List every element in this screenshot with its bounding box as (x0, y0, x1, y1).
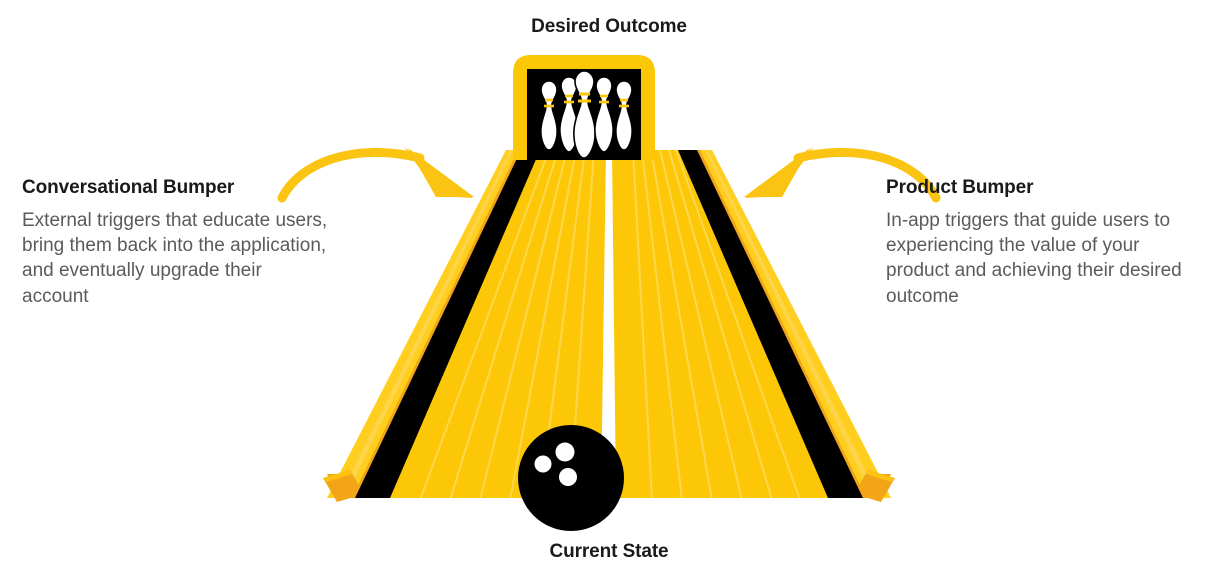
page-title-current-state: Current State (549, 541, 669, 562)
bowling-pin (540, 80, 558, 151)
conversational-bumper-description: External triggers that educate users, br… (22, 209, 328, 307)
right-gutter (677, 150, 863, 498)
left-gutter (355, 150, 541, 498)
product-bumper-description: In-app triggers that guide users to expe… (886, 209, 1182, 307)
bowling-pin (573, 70, 596, 159)
bowling-pin (594, 76, 614, 153)
right-arrow (744, 147, 941, 203)
conversational-bumper-title: Conversational Bumper (22, 177, 235, 198)
page-title-desired-outcome: Desired Outcome (531, 16, 687, 37)
bowling-pin (615, 80, 633, 151)
lane-group (323, 150, 895, 502)
conversational-bumper-block: Conversational Bumper External triggers … (22, 177, 332, 309)
bowling-pins-group (540, 70, 633, 159)
lane-plank-lines (419, 150, 801, 498)
product-bumper-block: Product Bumper In-app triggers that guid… (886, 177, 1206, 309)
bowling-ball (518, 425, 624, 531)
product-bumper-title: Product Bumper (886, 177, 1034, 198)
ball-hole (555, 442, 575, 462)
ball-hole (559, 468, 577, 486)
left-arrow (277, 147, 474, 203)
lane-center-stripe (601, 150, 616, 498)
ball-hole (534, 455, 552, 473)
